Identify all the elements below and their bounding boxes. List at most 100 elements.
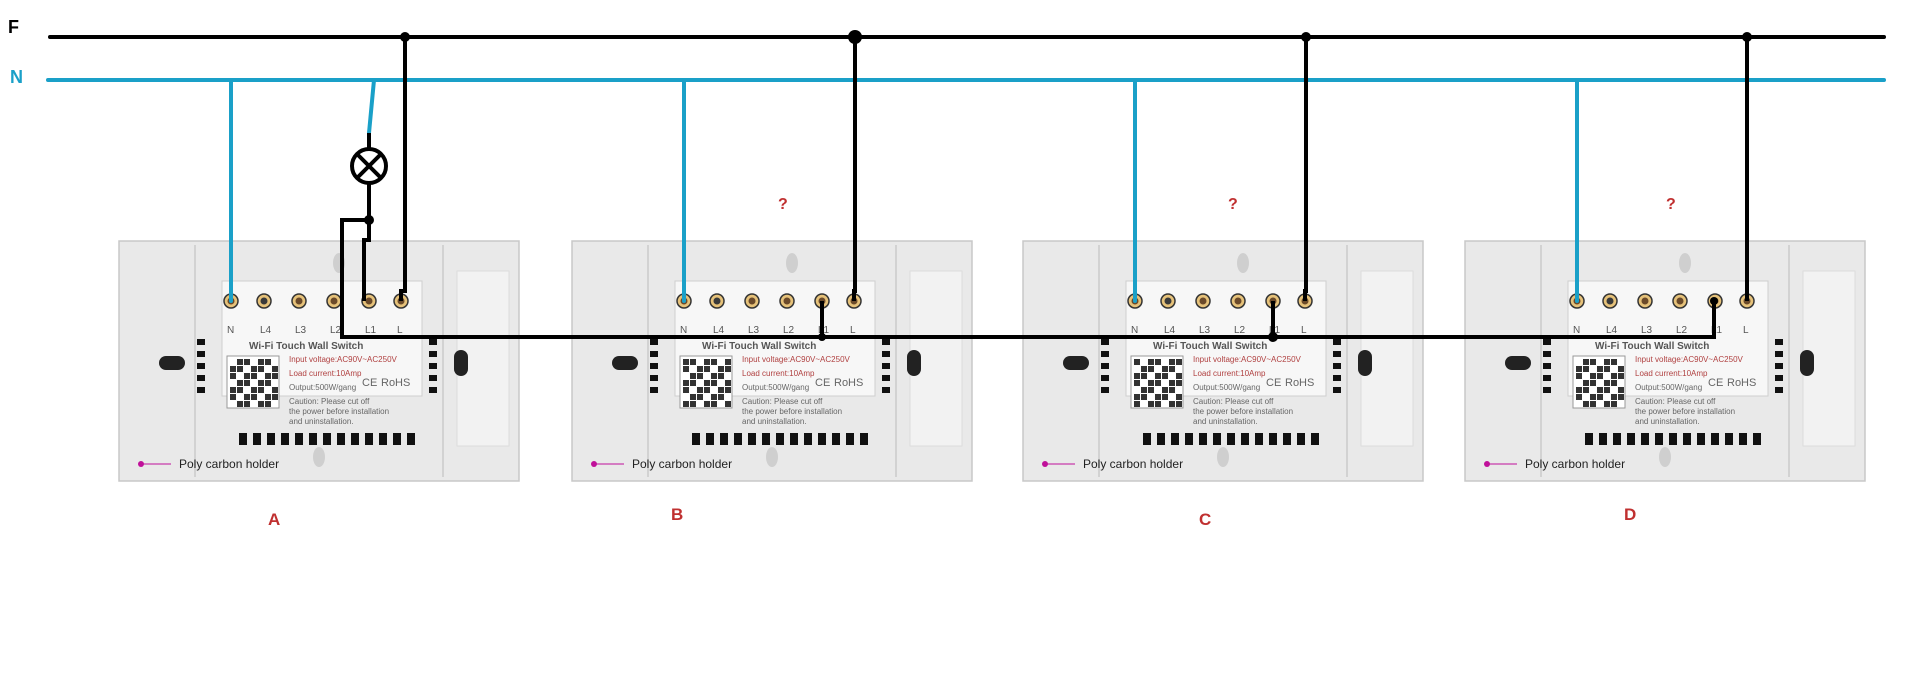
qr-cell <box>1590 373 1596 379</box>
qr-cell <box>1162 366 1168 372</box>
qr-cell <box>718 387 724 393</box>
qr-code <box>226 355 280 409</box>
vent-slot <box>197 339 205 345</box>
wiring <box>229 30 1752 342</box>
vent-slot <box>407 433 415 445</box>
qr-cell <box>725 387 731 393</box>
qr-cell <box>272 366 278 372</box>
qr-cell <box>718 373 724 379</box>
vent-slot <box>882 375 890 381</box>
clip-right <box>907 350 921 376</box>
qr-cell <box>704 366 710 372</box>
qr-cell <box>258 366 264 372</box>
qr-cell <box>265 394 271 400</box>
vent-slot <box>860 433 868 445</box>
vent-slot <box>1333 387 1341 393</box>
terminal-label: N <box>1573 325 1580 336</box>
module-output: Output:500W/gang <box>1635 383 1702 392</box>
holder-dot <box>138 461 144 467</box>
module-input: Input voltage:AC90V~AC250V <box>742 355 851 364</box>
qr-cell <box>697 394 703 400</box>
vent-slot <box>351 433 359 445</box>
module-title: Wi-Fi Touch Wall Switch <box>1595 341 1709 352</box>
vent-slot <box>650 387 658 393</box>
qr-cell <box>1134 394 1140 400</box>
terminal-core <box>713 297 721 305</box>
qr-cell <box>690 394 696 400</box>
terminal-label: L3 <box>1199 325 1211 336</box>
qr-cell <box>258 401 264 407</box>
vent-slot <box>295 433 303 445</box>
vent-slot <box>1185 433 1193 445</box>
qr-cell <box>690 380 696 386</box>
qr-cell <box>272 387 278 393</box>
vent-slot <box>734 433 742 445</box>
module-caution3: and uninstallation. <box>742 417 807 426</box>
terminal-label: L4 <box>260 325 272 336</box>
vent-slot <box>1171 433 1179 445</box>
bus-junction <box>1710 297 1718 305</box>
module-ce: CE <box>815 377 830 389</box>
vent-slot <box>762 433 770 445</box>
qr-cell <box>1155 401 1161 407</box>
module-caution2: the power before installation <box>742 407 842 416</box>
module-caution: Caution: Please cut off <box>742 397 823 406</box>
terminal-label: N <box>1131 325 1138 336</box>
qr-cell <box>1162 394 1168 400</box>
vent-slot <box>832 433 840 445</box>
vent-slot <box>429 387 437 393</box>
qr-cell <box>1169 366 1175 372</box>
vent-slot <box>1775 375 1783 381</box>
vent-slot <box>309 433 317 445</box>
module-title: Wi-Fi Touch Wall Switch <box>1153 341 1267 352</box>
qr-cell <box>244 359 250 365</box>
terminal-label: L3 <box>1641 325 1653 336</box>
switch-label-d: D <box>1624 505 1636 524</box>
qr-cell <box>1597 387 1603 393</box>
vent-slot <box>1669 433 1677 445</box>
qr-cell <box>1618 366 1624 372</box>
clip-left <box>159 356 185 370</box>
terminal-core <box>748 297 756 305</box>
switch-label-a: A <box>268 510 280 529</box>
qr-cell <box>1576 366 1582 372</box>
vent-slot <box>1613 433 1621 445</box>
vent-slot <box>1297 433 1305 445</box>
lamp-neutral <box>367 78 376 135</box>
vent-slot <box>1655 433 1663 445</box>
vent-slot <box>281 433 289 445</box>
vent-slot <box>692 433 700 445</box>
qr-cell <box>1155 394 1161 400</box>
vent-slot <box>706 433 714 445</box>
qr-cell <box>1162 387 1168 393</box>
terminal-core <box>365 297 373 305</box>
qr-cell <box>1583 401 1589 407</box>
switch-mark: ? <box>1666 196 1676 213</box>
vent-slot <box>429 363 437 369</box>
terminal-label: L1 <box>365 325 377 336</box>
qr-cell <box>1134 373 1140 379</box>
vent-slot <box>882 351 890 357</box>
qr-cell <box>711 373 717 379</box>
qr-cell <box>690 373 696 379</box>
vent-slot <box>1543 387 1551 393</box>
traveller-bus <box>340 218 1716 339</box>
module-rohs: RoHS <box>1285 377 1314 389</box>
vent-slot <box>1101 351 1109 357</box>
a-l1-link <box>362 220 371 301</box>
qr-code <box>1572 355 1626 409</box>
holder-dot <box>1484 461 1490 467</box>
f-junction <box>1301 32 1311 42</box>
module-output: Output:500W/gang <box>1193 383 1260 392</box>
qr-cell <box>683 401 689 407</box>
qr-cell <box>230 373 236 379</box>
qr-cell <box>725 380 731 386</box>
qr-cell <box>1590 394 1596 400</box>
vent-slot <box>1543 339 1551 345</box>
module-ce: CE <box>362 377 377 389</box>
screw-hole <box>313 447 325 467</box>
vent-slot <box>1241 433 1249 445</box>
qr-cell <box>1576 373 1582 379</box>
terminal-label: L <box>850 325 856 336</box>
